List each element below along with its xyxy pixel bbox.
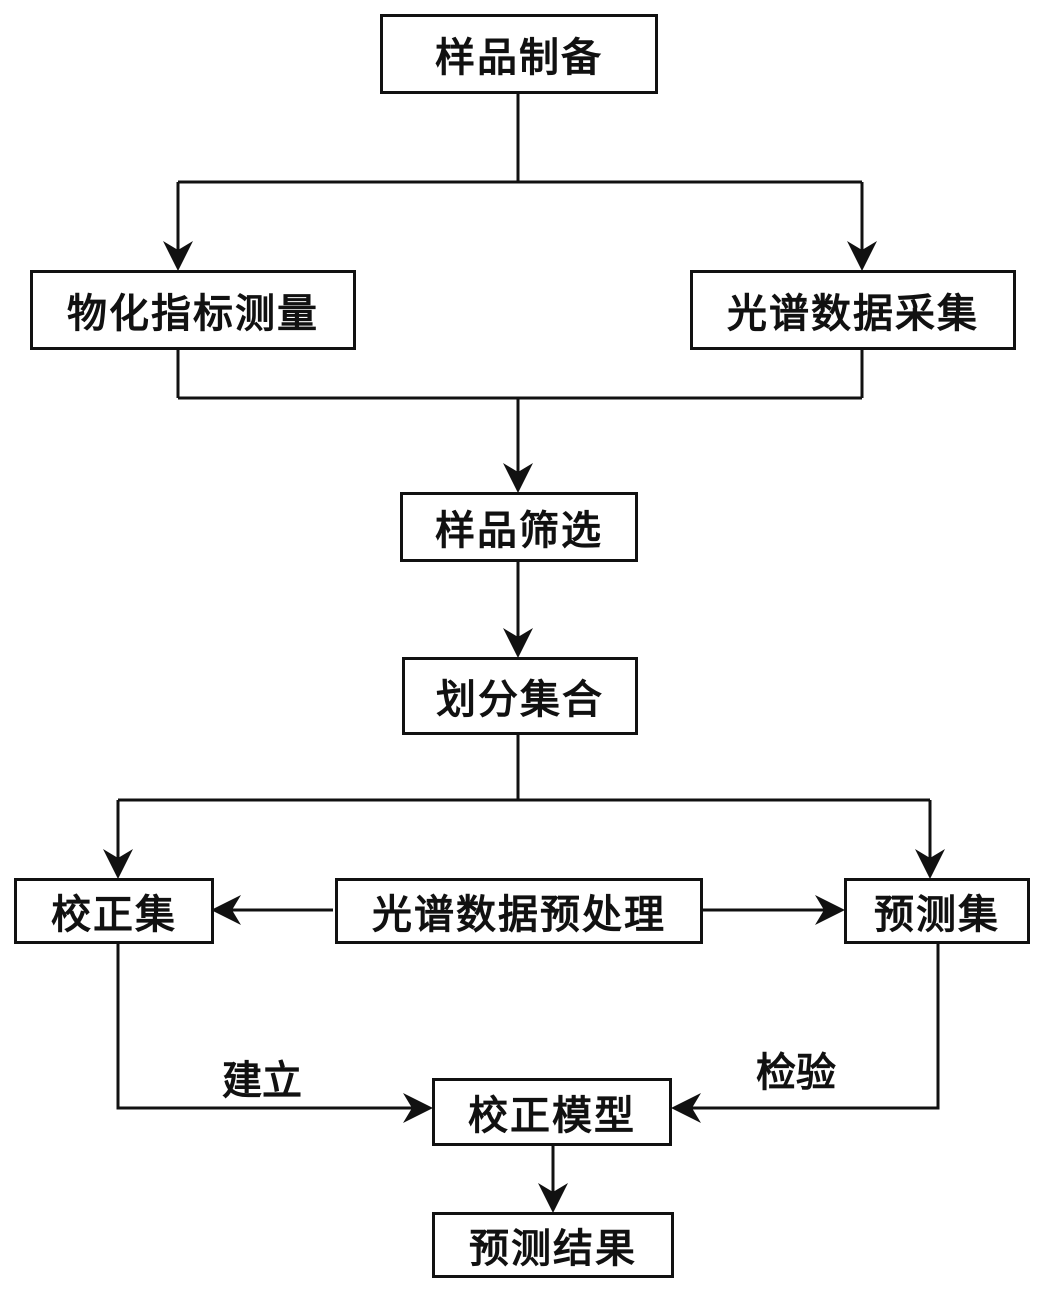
node-physchem-measurement: 物化指标测量 [30, 270, 356, 350]
node-sample-preparation: 样品制备 [380, 14, 658, 94]
edge-calibration-to-model [116, 944, 433, 1123]
node-calibration-set: 校正集 [14, 878, 214, 944]
edge-prediction-to-model [671, 944, 940, 1123]
node-sample-screening: 样品筛选 [400, 492, 638, 562]
edge-label-build: 建立 [222, 1058, 302, 1104]
node-prediction-set: 预测集 [844, 878, 1030, 944]
node-spectral-preprocessing: 光谱数据预处理 [335, 878, 703, 944]
node-spectral-acquisition: 光谱数据采集 [690, 270, 1016, 350]
node-calibration-model: 校正模型 [432, 1078, 672, 1146]
edge-label-validate: 检验 [756, 1050, 836, 1096]
node-prediction-result: 预测结果 [432, 1212, 674, 1278]
node-set-division: 划分集合 [402, 657, 638, 735]
